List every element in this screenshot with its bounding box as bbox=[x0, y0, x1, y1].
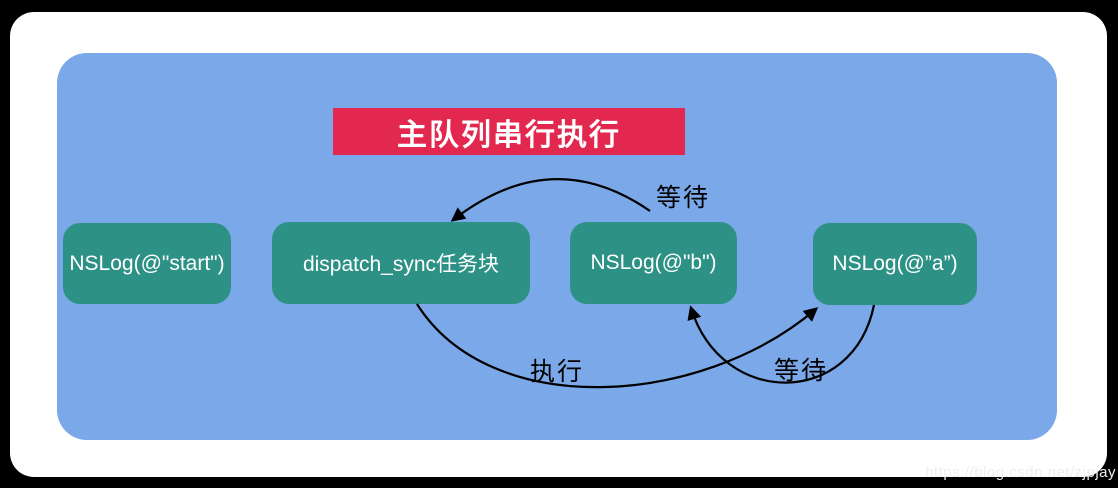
edge-label-execute: 执行 bbox=[529, 357, 585, 386]
node-dispatch-sync-block: dispatch_sync任务块 bbox=[272, 222, 530, 304]
edge-label-wait-bottom: 等待 bbox=[773, 356, 829, 385]
node-log-a: NSLog(@”a”) bbox=[813, 223, 977, 305]
watermark: https://blog.csdn.net/zjpjay bbox=[925, 464, 1116, 481]
diagram-title: 主队列串行执行 bbox=[333, 108, 685, 155]
node-log-start: NSLog(@"start") bbox=[63, 223, 231, 304]
node-log-b: NSLog(@"b") bbox=[570, 222, 737, 304]
edge-label-wait-top: 等待 bbox=[655, 183, 711, 212]
